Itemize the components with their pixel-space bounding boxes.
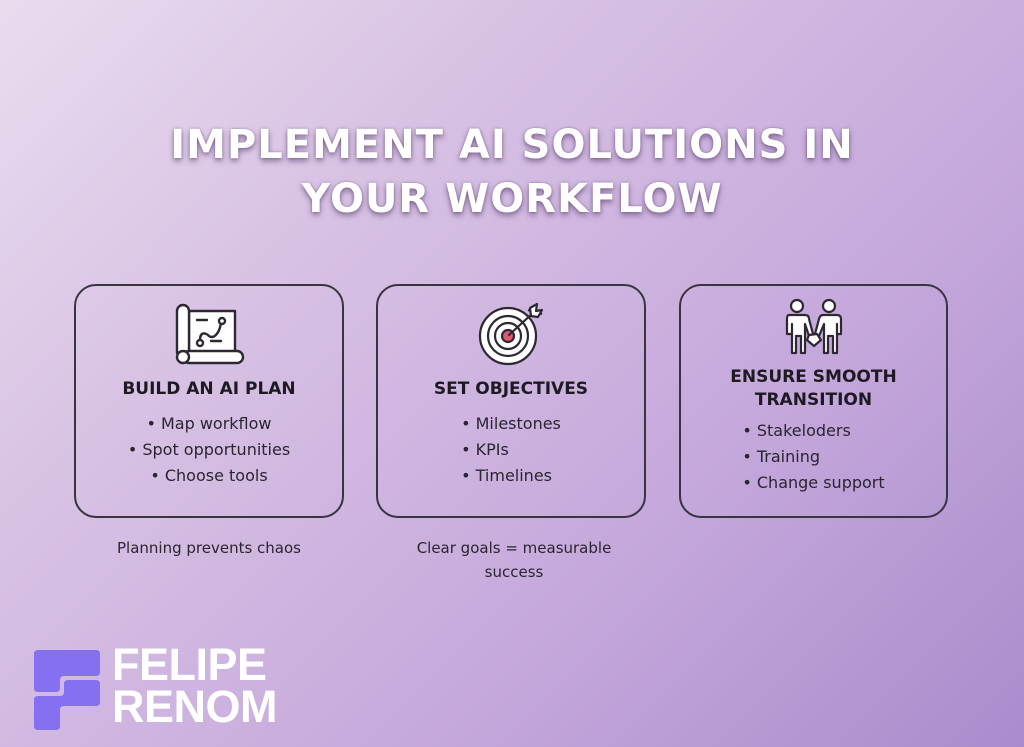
- blueprint-roadmap-icon: [173, 302, 245, 366]
- card-title-line-1: ENSURE SMOOTH: [730, 367, 897, 387]
- target-arrow-icon: [476, 302, 546, 366]
- brand-name-line-2: RENOM: [112, 681, 278, 732]
- card-set-objectives: SET OBJECTIVES Milestones KPIs Timelines: [376, 284, 646, 518]
- bullet-list: Stakeloders Training Change support: [742, 418, 885, 496]
- page-title: IMPLEMENT AI SOLUTIONS IN YOUR WORKFLOW: [0, 118, 1024, 226]
- page-title-line-1: IMPLEMENT AI SOLUTIONS IN: [170, 122, 854, 168]
- brand-name-line-1: FELIPE: [112, 639, 267, 690]
- card-ensure-smooth-transition: ENSURE SMOOTH TRANSITION Stakeloders Tra…: [679, 284, 948, 518]
- bullet-list: Map workflow Spot opportunities Choose t…: [128, 411, 290, 489]
- card-title-line-2: TRANSITION: [754, 390, 873, 410]
- list-item: Spot opportunities: [128, 437, 290, 463]
- card-title: ENSURE SMOOTH TRANSITION: [730, 366, 896, 412]
- list-item: Stakeloders: [742, 418, 884, 444]
- list-item: Change support: [742, 470, 885, 496]
- list-item: Timelines: [461, 463, 561, 489]
- list-item: KPIs: [461, 437, 561, 463]
- caption-clear-goals: Clear goals = measurable success: [376, 536, 652, 584]
- list-item: Map workflow: [128, 411, 290, 437]
- handshake-people-icon: [783, 298, 845, 356]
- caption-line-1: Clear goals = measurable: [416, 539, 612, 557]
- caption-line-2: success: [484, 563, 544, 581]
- bullet-list: Milestones KPIs Timelines: [461, 411, 561, 489]
- brand-logo-icon: [34, 650, 102, 730]
- card-title: SET OBJECTIVES: [433, 379, 589, 399]
- page-title-line-2: YOUR WORKFLOW: [301, 176, 723, 222]
- list-item: Milestones: [461, 411, 561, 437]
- card-build-ai-plan: BUILD AN AI PLAN Map workflow Spot oppor…: [74, 284, 344, 518]
- caption-planning: Planning prevents chaos: [117, 539, 301, 557]
- brand-name: FELIPE RENOM: [112, 639, 278, 732]
- card-title: BUILD AN AI PLAN: [122, 379, 296, 399]
- list-item: Training: [742, 444, 884, 470]
- list-item: Choose tools: [128, 463, 290, 489]
